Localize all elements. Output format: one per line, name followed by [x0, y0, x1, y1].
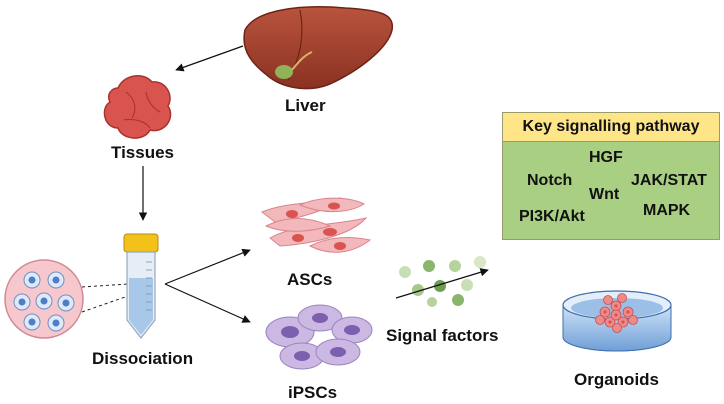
arrow-to-ipscs	[164, 283, 251, 323]
pathway-item-mapk: MAPK	[643, 202, 691, 219]
liver-illustration	[243, 6, 394, 90]
pathway-box-body: HGF Notch Wnt JAK/STAT PI3K/Akt MAPK	[503, 142, 719, 239]
pathway-item-hgf: HGF	[589, 149, 623, 166]
label-liver: Liver	[285, 96, 326, 115]
label-organoids: Organoids	[574, 370, 660, 389]
label-dissociation: Dissociation	[92, 349, 194, 368]
centrifuge-tube-illustration	[123, 233, 159, 339]
pathway-box-title: Key signalling pathway	[503, 113, 719, 142]
label-signal-factors: Signal factors	[386, 326, 499, 345]
ascs-illustration	[261, 197, 372, 253]
signal-factors-illustration	[399, 256, 486, 307]
ipscs-illustration	[265, 304, 373, 370]
arrow-to-ascs	[164, 248, 251, 285]
arrow-liver-to-tissues	[175, 45, 244, 72]
dissociated-cells-illustration	[4, 259, 84, 339]
organoid-dish-illustration	[562, 290, 672, 352]
pathway-item-notch: Notch	[527, 172, 573, 189]
zoom-line-bottom	[81, 295, 129, 313]
signalling-pathway-box: Key signalling pathway HGF Notch Wnt JAK…	[502, 112, 720, 240]
tissue-illustration	[103, 75, 172, 139]
pathway-item-pi3k-akt: PI3K/Akt	[519, 208, 585, 225]
pathway-item-wnt: Wnt	[589, 186, 620, 203]
ascs-nuclei	[286, 202, 346, 250]
signal-factors-arrow	[395, 268, 489, 299]
label-ipscs: iPSCs	[288, 383, 338, 402]
label-tissues: Tissues	[111, 143, 175, 162]
label-ascs: ASCs	[287, 270, 333, 289]
zoom-line-top	[81, 283, 129, 288]
pathway-item-jak-stat: JAK/STAT	[631, 172, 707, 189]
